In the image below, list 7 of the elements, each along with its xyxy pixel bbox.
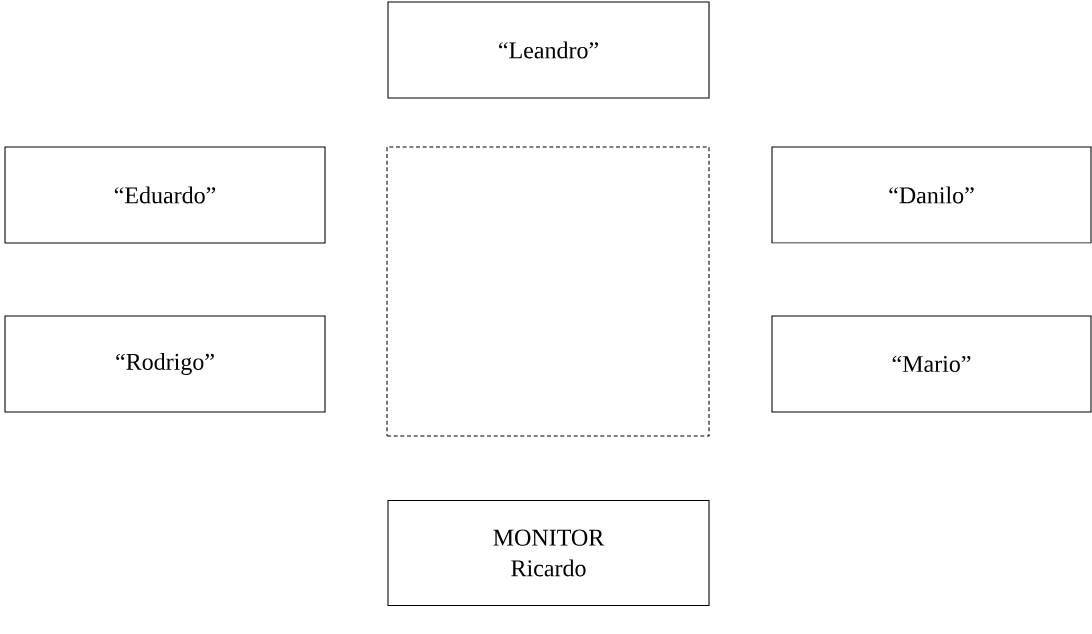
name-box: “Eduardo”: [4, 146, 326, 244]
name-box: “Danilo”: [771, 146, 1092, 244]
monitor-box: MONITOR Ricardo: [387, 500, 710, 607]
name-box: “Rodrigo”: [4, 315, 326, 413]
dashed-box: [386, 146, 710, 437]
name-box: “Mario”: [771, 315, 1092, 413]
name-box: “Leandro”: [387, 1, 710, 99]
